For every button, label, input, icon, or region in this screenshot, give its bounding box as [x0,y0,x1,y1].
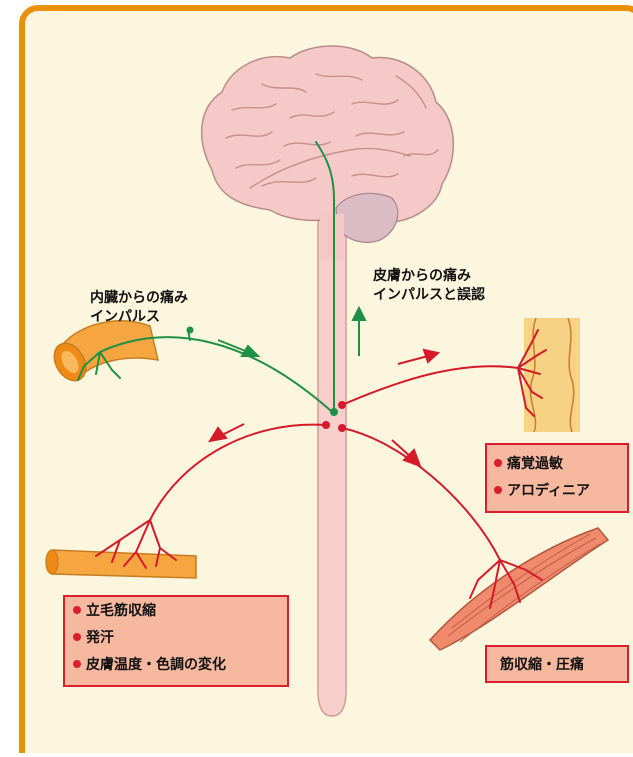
autonomic-effect-item: 発汗 [85,629,114,646]
muscle-effects-box: 筋収縮・圧痛 [486,646,628,682]
visceral-pain-label-line1: 内臓からの痛み [90,289,188,306]
skin-effects-box: 痛覚過敏 アロディニア [486,444,628,512]
brainstem [320,214,344,260]
skin-effect-item: アロディニア [507,482,590,499]
spinal-cord [318,215,346,716]
visceral-pain-label-line2: インパルス [90,309,160,325]
afferent-cell-body [187,327,194,334]
skin-pain-label-line1: 皮膚からの痛み [372,267,471,284]
muscle-effect-label: 筋収縮・圧痛 [500,656,584,673]
skin-pain-label-line2: インパルスと誤認 [373,286,485,303]
autonomic-effect-item: 皮膚温度・色調の変化 [85,656,226,673]
autonomic-effect-item: 立毛筋収縮 [86,602,156,619]
skin-effect-item: 痛覚過敏 [506,455,564,472]
autonomic-effects-box: 立毛筋収縮 発汗 皮膚温度・色調の変化 [64,596,288,686]
